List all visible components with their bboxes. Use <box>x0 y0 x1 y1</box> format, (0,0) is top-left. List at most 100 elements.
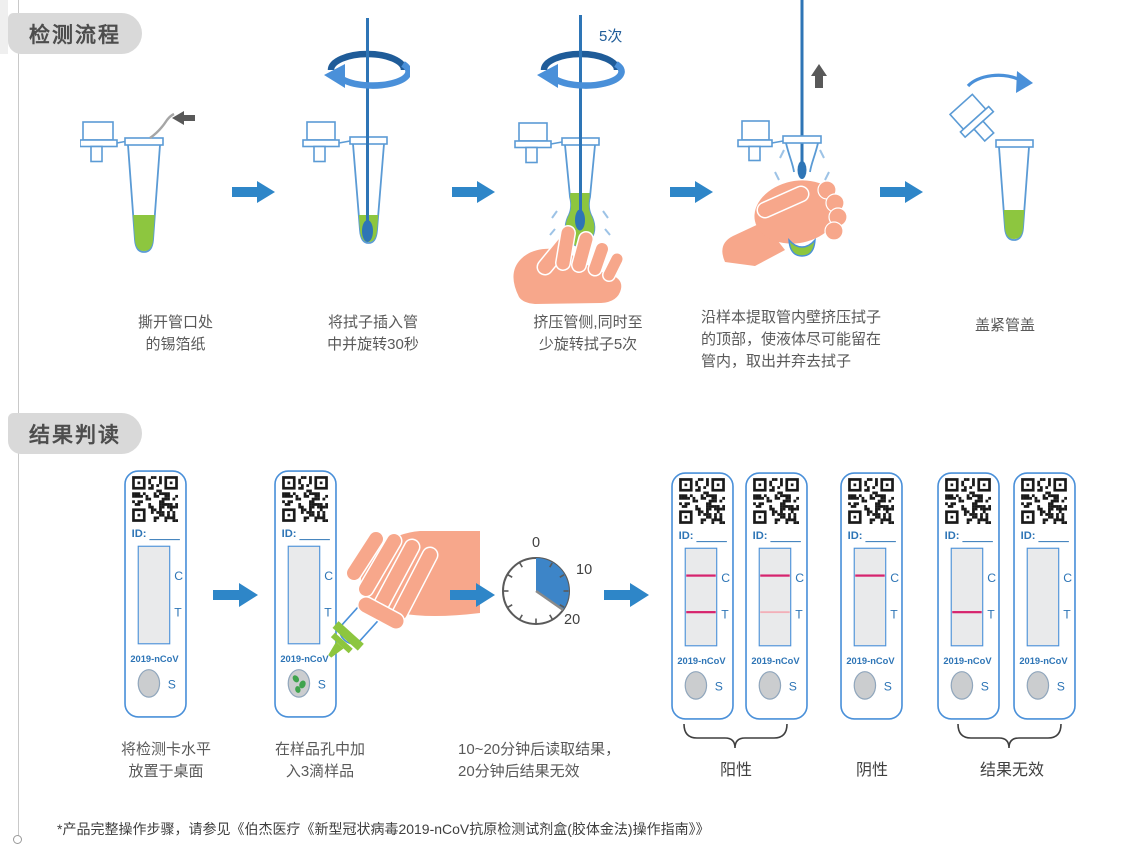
hand-holding-dropper <box>345 530 480 630</box>
arrow-right-icon <box>880 181 923 203</box>
c-line <box>760 574 790 577</box>
id-label: ID: <box>848 530 863 542</box>
step1-caption: 撕开管口处的锡箔纸 <box>137 314 213 353</box>
c-label: C <box>890 571 899 585</box>
step3-caption: 挤压管侧,同时至少旋转拭子5次 <box>533 314 643 353</box>
grouping-brace <box>683 723 788 749</box>
foil-seal <box>149 112 175 139</box>
section-title-process-text: 检测流程 <box>29 23 121 47</box>
rotate-arrow-front <box>340 61 410 89</box>
t-label: T <box>174 605 182 619</box>
timer-clock-illustration: 0 10 20 <box>502 535 592 628</box>
t-label: T <box>987 607 995 621</box>
product-label: 2019-nCoV <box>677 656 726 666</box>
c-label: C <box>174 569 183 583</box>
t-line-faint <box>760 611 790 614</box>
result-step1-caption: 将检测卡水平放置于桌面 <box>120 741 211 780</box>
id-label: ID: <box>679 530 694 542</box>
arrow-up-icon <box>811 64 827 88</box>
t-line <box>952 611 982 614</box>
step3-squeeze-rotate-illustration: 5次 <box>513 15 625 304</box>
timer-caption: 10~20分钟后读取结果，20分钟后结果无效 <box>458 741 621 780</box>
s-label: S <box>715 680 723 694</box>
c-line <box>855 574 885 577</box>
id-label: ID: <box>282 528 297 540</box>
product-label: 2019-nCoV <box>280 654 329 664</box>
tick-20: 20 <box>564 612 580 628</box>
c-line <box>686 574 716 577</box>
product-label: 2019-nCoV <box>1019 656 1068 666</box>
outcome-label-positive: 阳性 <box>719 762 752 779</box>
section-title-process: 检测流程 <box>8 13 142 54</box>
qr-code <box>282 476 329 523</box>
s-label: S <box>168 678 176 692</box>
step2-caption: 将拭子插入管中并旋转30秒 <box>327 314 419 353</box>
rotate-arrow <box>966 73 1021 88</box>
page-corner-decoration <box>0 0 8 54</box>
qr-code <box>679 478 726 525</box>
tube-green-tip <box>788 237 816 257</box>
result-window <box>1026 547 1060 647</box>
tube-cap-tilted <box>948 93 995 143</box>
s-label: S <box>318 678 326 692</box>
sample-drops <box>292 675 306 693</box>
c-label: C <box>795 571 804 585</box>
qr-code <box>848 478 895 525</box>
id-label: ID: <box>753 530 768 542</box>
section-title-results-text: 结果判读 <box>29 423 121 447</box>
qr-code <box>132 476 179 523</box>
arrow-right-icon <box>452 181 495 203</box>
product-label: 2019-nCoV <box>846 656 895 666</box>
s-label: S <box>789 680 797 694</box>
timer-wedge <box>536 558 569 610</box>
rotate-arrow-front <box>553 61 625 89</box>
times-label: 5次 <box>599 28 622 45</box>
t-line <box>686 611 716 614</box>
result-window <box>950 547 984 647</box>
product-label: 2019-nCoV <box>130 654 179 664</box>
tick-10: 10 <box>576 562 592 578</box>
step4-remove-swab-illustration <box>722 0 848 266</box>
hand-pinching <box>513 225 624 304</box>
t-label: T <box>1063 607 1071 621</box>
result-window <box>137 545 171 645</box>
s-label: S <box>884 680 892 694</box>
outcome-label-negative: 阴性 <box>855 762 888 779</box>
footnote: *产品完整操作步骤，请参见《伯杰医疗《新型冠状病毒2019-nCoV抗原检测试剂… <box>57 821 710 837</box>
sample-well <box>684 671 708 700</box>
qr-code <box>945 478 992 525</box>
result-step2-caption: 在样品孔中加入3滴样品 <box>274 741 365 780</box>
qr-code <box>1021 478 1068 525</box>
t-label: T <box>795 607 803 621</box>
result-window <box>684 547 718 647</box>
step1-tear-foil-illustration <box>80 111 195 253</box>
c-label: C <box>987 571 996 585</box>
result-window <box>853 547 887 647</box>
step4-caption: 沿样本提取管内壁挤压拭子的顶部，使液体尽可能留在管内，取出并弃去拭子 <box>701 309 882 370</box>
grouping-brace <box>957 723 1062 749</box>
step5-close-cap-illustration <box>948 71 1034 241</box>
step2-swab-rotate-illustration <box>302 18 410 244</box>
arrow-right-icon <box>670 181 713 203</box>
product-label: 2019-nCoV <box>943 656 992 666</box>
c-label: C <box>1063 571 1072 585</box>
swab-tip <box>797 161 807 179</box>
s-label: S <box>1057 680 1065 694</box>
c-label: C <box>721 571 730 585</box>
arrow-left-icon <box>172 111 195 125</box>
sample-well <box>1026 671 1050 700</box>
id-label: ID: <box>945 530 960 542</box>
arrow-right-icon <box>450 583 495 607</box>
selection-handle[interactable] <box>13 835 22 844</box>
sample-well <box>853 671 877 700</box>
section-title-results: 结果判读 <box>8 413 142 454</box>
arrow-right-icon <box>232 181 275 203</box>
hand-gripping <box>722 180 848 266</box>
sample-well <box>950 671 974 700</box>
arrow-right-icon <box>213 583 258 607</box>
dropper-hand-illustration <box>328 530 480 658</box>
arrow-right-icon <box>604 583 649 607</box>
